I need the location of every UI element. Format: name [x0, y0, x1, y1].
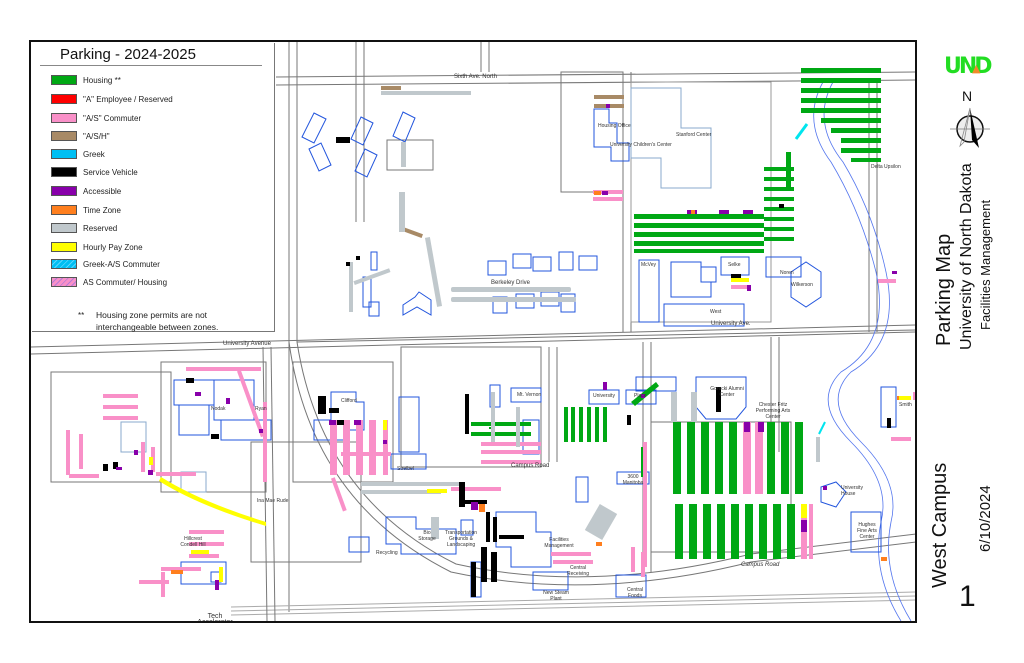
bldg-hughes: Hughes Fine Arts Center	[857, 522, 877, 540]
road-label-berkeley-drive: Berkeley Drive	[491, 280, 531, 286]
legend-label: Accessible	[83, 186, 122, 196]
bldg-housing-office: Housing Office	[598, 123, 631, 129]
bldg-tech-accelerator: Tech Accelerator	[197, 613, 233, 623]
bldg-west: West	[710, 309, 722, 315]
bldg-mt-vernon: Mt. Vernon	[517, 392, 542, 398]
legend-item-employee: "A" Employee / Reserved	[51, 93, 173, 105]
legend-label: Greek	[83, 149, 105, 159]
north-label: N	[962, 88, 973, 104]
legend-item-service: Service Vehicle	[51, 166, 138, 178]
legend-label: Time Zone	[83, 205, 121, 215]
swatch-employee	[51, 94, 77, 104]
legend-label: "A/S/H"	[83, 131, 110, 141]
legend-item-hourly: Hourly Pay Zone	[51, 241, 143, 253]
legend-item-ash: "A/S/H"	[51, 130, 110, 142]
swatch-housing	[51, 75, 77, 85]
north-arrow-icon	[950, 107, 990, 148]
bldg-gorecki: Gorecki Alumni Center	[710, 386, 744, 398]
bldg-bio-storage: Bio Storage	[418, 530, 436, 542]
bldg-clifford: Clifford	[341, 398, 357, 404]
bldg-central-receiving: Central Receiving	[567, 565, 589, 577]
bldg-streibel: Streibel	[397, 466, 414, 472]
organization-name: University of North Dakota	[958, 163, 975, 350]
bldg-smith: Smith	[899, 402, 912, 408]
road-label-campus-road-2: Campus Road	[511, 463, 550, 469]
swatch-time-zone	[51, 205, 77, 215]
title-block: UND▲ N Parking Map University of North D…	[919, 40, 1024, 623]
road-label-campus-road: Campus Road	[741, 562, 780, 568]
bldg-central-foods: Central Foods	[626, 587, 644, 599]
legend-note-marker: **	[78, 311, 85, 320]
legend-item-greek-commuter: Greek-A/S Commuter	[51, 258, 160, 270]
bldg-transportation: Transportation Grounds & Landscaping	[444, 530, 478, 548]
swatch-ash	[51, 131, 77, 141]
bldg-selke: Selke	[728, 262, 741, 268]
swatch-hourly	[51, 242, 77, 252]
legend-label: "A" Employee / Reserved	[83, 94, 173, 104]
legend-label: Housing **	[83, 75, 121, 85]
bldg-university: University	[593, 393, 615, 399]
bldg-university-house: University House	[841, 485, 863, 497]
road-label-university-ave: University Ave.	[711, 321, 751, 327]
legend-label: Hourly Pay Zone	[83, 242, 143, 252]
department-name: Facilities Management	[978, 199, 993, 330]
bldg-delta-upsilon: Delta Upsilon	[871, 164, 901, 170]
swatch-reserved	[51, 223, 77, 233]
legend-label: AS Commuter/ Housing	[83, 277, 168, 287]
flame-icon: ▲	[972, 62, 981, 75]
swatch-service	[51, 167, 77, 177]
bldg-chester-fritz: Chester Fritz Performing Arts Center	[755, 402, 791, 420]
sheet-number: 1	[959, 580, 976, 613]
logo-text: UND	[944, 54, 993, 79]
road-label-university-avenue-west: University Avenue	[223, 341, 271, 347]
swatch-accessible	[51, 186, 77, 196]
bldg-new-steam: New Steam Plant	[543, 590, 569, 602]
legend-item-commuter-housing: AS Commuter/ Housing	[51, 276, 167, 288]
swatch-greek-commuter	[51, 259, 77, 269]
map-title: Parking Map	[933, 233, 955, 346]
legend-label: "A/S" Commuter	[83, 113, 142, 123]
bldg-facilities-management: Facilities Management	[544, 537, 574, 549]
legend-label: Service Vehicle	[83, 167, 138, 177]
bldg-wilkerson: Wilkerson	[791, 282, 813, 288]
bldg-stanford-center: Stanford Center	[676, 132, 712, 138]
bldg-mcvey: McVey	[641, 262, 657, 268]
swatch-greek	[51, 149, 77, 159]
legend-item-greek: Greek	[51, 148, 105, 160]
swatch-commuter-housing	[51, 277, 77, 287]
bldg-place: Place	[634, 393, 647, 399]
bldg-childrens-center: University Children's Center	[610, 142, 672, 148]
bldg-nodak: Nodak	[211, 406, 226, 412]
swatch-commuter	[51, 113, 77, 123]
road-label-sixth-ave: Sixth Ave. North	[454, 74, 497, 80]
legend-label: Reserved	[83, 223, 118, 233]
bldg-hillcrest: Hillcrest Condell Hill	[180, 536, 206, 548]
und-logo: UND▲	[944, 54, 993, 79]
legend-note: Housing zone permits are not interchange…	[96, 310, 219, 332]
legend-item-time-zone: Time Zone	[51, 204, 121, 216]
campus-map[interactable]	[31, 42, 915, 621]
bldg-noren: Noren	[780, 270, 794, 276]
bldg-ryan: Ryan	[255, 406, 267, 412]
legend-title: Parking - 2024-2025	[60, 46, 196, 63]
legend-label: Greek-A/S Commuter	[83, 259, 160, 269]
legend-item-housing: Housing **	[51, 74, 121, 86]
bldg-3600-manitoba: 3600 Manitoba	[622, 474, 644, 486]
map-date: 6/10/2024	[977, 485, 994, 552]
bldg-ina-mae: Ina Mae Rude	[257, 498, 289, 504]
map-legend: Parking - 2024-2025 Housing ** "A" Emplo…	[32, 43, 275, 332]
map-frame: Sixth Ave. North University Ave. Univers…	[29, 40, 917, 623]
legend-item-accessible: Accessible	[51, 185, 121, 197]
legend-item-reserved: Reserved	[51, 222, 117, 234]
area-name: West Campus	[929, 462, 951, 588]
legend-divider	[40, 65, 262, 66]
legend-item-commuter: "A/S" Commuter	[51, 112, 141, 124]
bldg-recycling: Recycling	[376, 550, 398, 556]
